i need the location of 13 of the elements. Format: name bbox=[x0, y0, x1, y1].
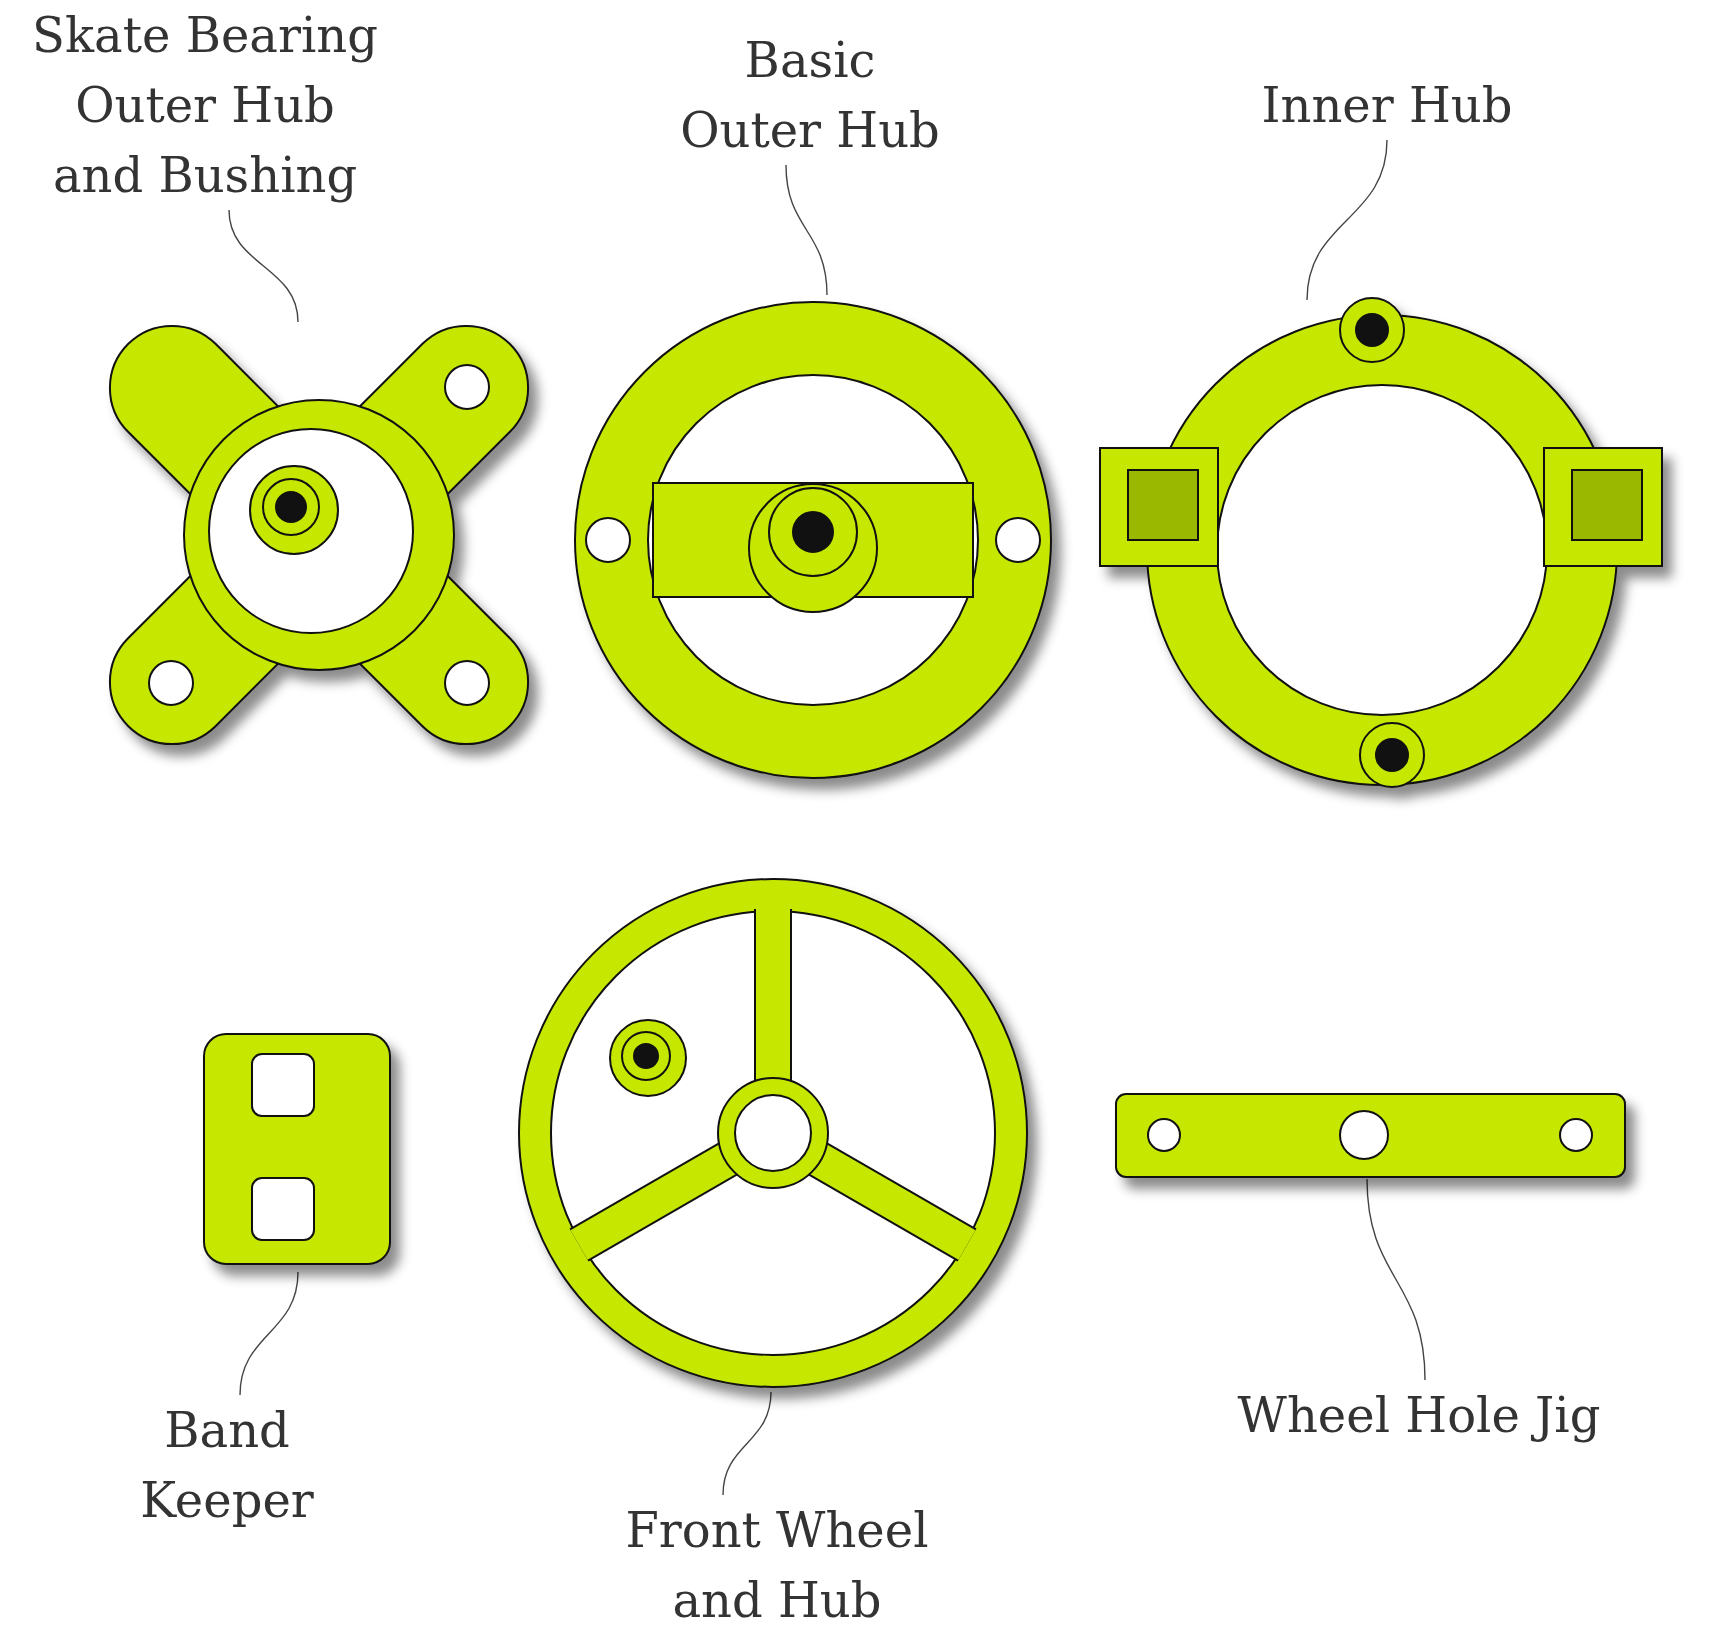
part-label: Inner Hub bbox=[1187, 70, 1587, 140]
leader-line bbox=[239, 1271, 299, 1396]
leader-line bbox=[1366, 1178, 1426, 1381]
part-label: Skate Bearing Outer Hub and Bushing bbox=[0, 0, 410, 210]
leader-line bbox=[228, 209, 299, 323]
part-label: Front Wheel and Hub bbox=[567, 1495, 987, 1635]
leader-line bbox=[722, 1391, 772, 1496]
jig-bar-drawing bbox=[1114, 1092, 1627, 1179]
part-label: Band Keeper bbox=[77, 1395, 377, 1535]
leader-line bbox=[785, 164, 828, 296]
part-label: Basic Outer Hub bbox=[600, 25, 1020, 165]
part-label: Wheel Hole Jig bbox=[1189, 1380, 1649, 1450]
leader-line bbox=[1306, 139, 1388, 301]
